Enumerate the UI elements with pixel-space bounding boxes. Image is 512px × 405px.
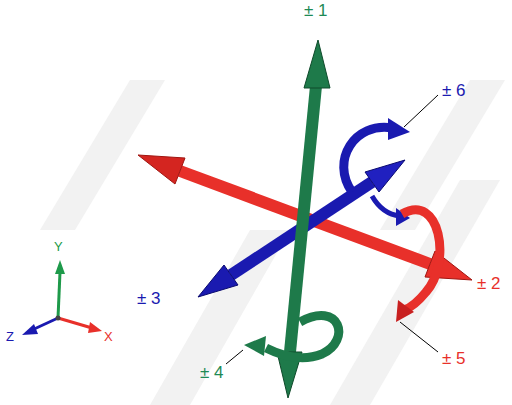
coordinate-triad: [22, 260, 102, 335]
green-rotation-arrow: [244, 316, 339, 358]
axis-callout: ± 2: [477, 275, 501, 292]
axis-callout: ± 3: [137, 290, 161, 307]
blue-rotation-arrow: [344, 118, 410, 226]
axis-letter: Z: [6, 330, 14, 343]
green-axis: [277, 40, 330, 398]
leader-lines: [226, 95, 438, 364]
axis-callout: ± 4: [200, 364, 224, 381]
axis-callout: ± 5: [442, 350, 466, 367]
watermark-stripes: [40, 80, 505, 405]
red-rotation-arrow: [396, 210, 440, 322]
axis-callout: ± 6: [442, 82, 466, 99]
axis-letter: X: [104, 330, 113, 343]
axis-letter: Y: [54, 240, 63, 253]
axis-callout: ± 1: [304, 2, 328, 19]
